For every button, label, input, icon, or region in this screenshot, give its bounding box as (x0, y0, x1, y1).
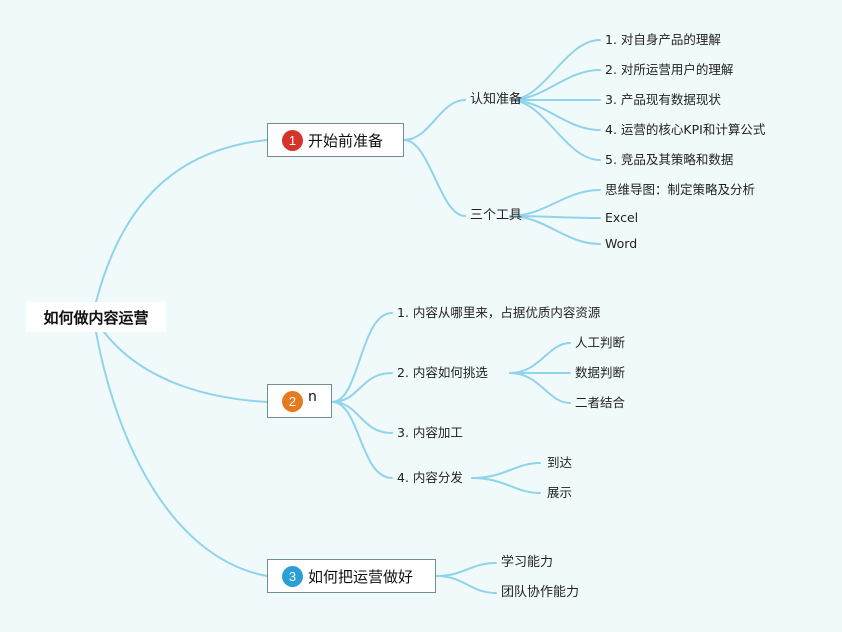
subtopic-teamwork[interactable]: 团队协作能力 (501, 585, 580, 600)
leaf-node[interactable]: Word (605, 236, 638, 251)
leaf-node[interactable]: 思维导图：制定策略及分析 (605, 182, 756, 197)
number-badge-icon: 2 (282, 390, 303, 412)
number-badge-icon: 3 (282, 565, 303, 587)
subtopic-cognitive-prep[interactable]: 认知准备 (470, 92, 523, 107)
leaf-node[interactable]: 到达 (547, 455, 573, 470)
subtopic-content-processing[interactable]: 3. 内容加工 (397, 425, 463, 440)
topic-3-title: 如何把运营做好 (308, 567, 414, 586)
edge-sub1-item5 (509, 99, 601, 161)
topic-1-title: 开始前准备 (308, 131, 384, 150)
subtopic-content-distribution[interactable]: 4. 内容分发 (397, 470, 463, 485)
edge-topic1-sub1 (403, 99, 466, 141)
edge-select-item3 (509, 372, 571, 404)
edge-root-topic-1 (95, 139, 268, 303)
leaf-node[interactable]: 人工判断 (575, 335, 626, 350)
topic-3-node[interactable]: 3 如何把运营做好 (267, 559, 436, 593)
edge-dist-item1 (471, 462, 541, 479)
edge-sub1-item4 (509, 99, 601, 131)
leaf-node[interactable]: 二者结合 (575, 395, 626, 410)
subtopic-learning[interactable]: 学习能力 (501, 555, 554, 570)
edge-topic2-sub2 (331, 372, 393, 403)
root-node[interactable]: 如何做内容运营 (26, 302, 166, 332)
leaf-node[interactable]: 3. 产品现有数据现状 (605, 92, 721, 107)
edge-topic1-sub2 (403, 139, 466, 217)
edge-topic3-sub1 (435, 562, 497, 577)
subtopic-content-selection[interactable]: 2. 内容如何挑选 (397, 365, 488, 380)
edge-root-topic-3 (95, 331, 268, 577)
leaf-node[interactable]: Excel (605, 210, 639, 225)
subtopic-three-tools[interactable]: 三个工具 (470, 208, 523, 223)
leaf-node[interactable]: 1. 对自身产品的理解 (605, 32, 721, 47)
edge-topic2-sub4 (331, 401, 393, 479)
edge-topic2-sub1 (331, 312, 393, 403)
subtopic-content-source[interactable]: 1. 内容从哪里来，占据优质内容资源 (397, 305, 601, 320)
number-badge-icon: 1 (282, 129, 303, 151)
topic-2-title: n (308, 389, 317, 405)
leaf-node[interactable]: 2. 对所运营用户的理解 (605, 62, 734, 77)
topic-1-node[interactable]: 1 开始前准备 (267, 123, 404, 157)
topic-2-node[interactable]: 2 n (267, 384, 332, 418)
edge-sub1-item2 (509, 69, 601, 101)
leaf-node[interactable]: 展示 (547, 485, 573, 500)
leaf-node[interactable]: 4. 运营的核心KPI和计算公式 (605, 122, 766, 137)
edge-topic3-sub2 (435, 575, 497, 594)
leaf-node[interactable]: 5. 竞品及其策略和数据 (605, 152, 734, 167)
edge-select-item1 (509, 342, 571, 374)
edge-sub2-item3 (509, 215, 601, 245)
edge-dist-item2 (471, 477, 541, 494)
leaf-node[interactable]: 数据判断 (575, 365, 626, 380)
edge-sub1-item1 (509, 39, 601, 101)
edge-topic2-sub3 (331, 401, 393, 434)
edge-sub2-item1 (509, 189, 601, 217)
edge-root-topic-2 (103, 331, 268, 403)
